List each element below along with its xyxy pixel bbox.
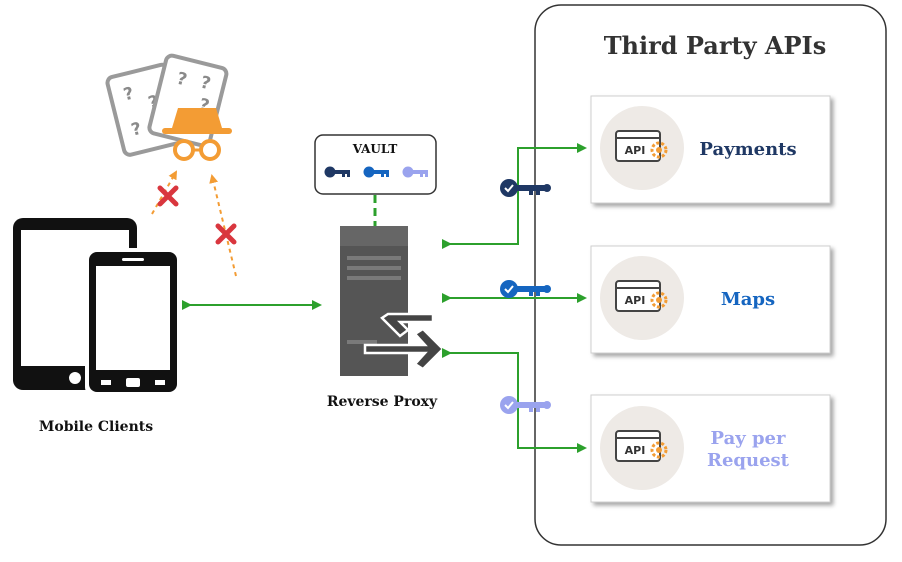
- attack-arrow: [209, 174, 237, 277]
- key-icon: [500, 396, 551, 414]
- card-label-payments: Payments: [699, 139, 796, 160]
- api-gear-icon: API: [600, 406, 684, 490]
- clients-label: Mobile Clients: [39, 419, 153, 435]
- api-card-payments: API Payments: [590, 95, 831, 204]
- vault-title: VAULT: [352, 142, 398, 156]
- api-icon-text: API: [625, 144, 646, 157]
- key-icon: [500, 179, 551, 197]
- vault-box: VAULT: [314, 134, 437, 195]
- hacker-icon: ? ? ? ? ? ?: [105, 53, 232, 161]
- proxy-payments-arrow: [442, 143, 587, 249]
- proxy-label: Reverse Proxy: [327, 394, 438, 410]
- api-gear-icon: API: [600, 256, 684, 340]
- api-card-maps: API Maps: [590, 245, 831, 354]
- key-icon: [402, 166, 428, 178]
- svg-text:?: ?: [121, 84, 135, 106]
- blocked-x-icon: [157, 185, 179, 207]
- server-icon: [340, 226, 445, 376]
- card-label-pay-per-request-line2: Request: [707, 450, 790, 471]
- key-icon: [324, 166, 350, 178]
- svg-text:?: ?: [175, 69, 189, 91]
- key-icon: [500, 280, 551, 298]
- api-gear-icon: API: [600, 106, 684, 190]
- api-icon-text: API: [625, 294, 646, 307]
- card-label-maps: Maps: [721, 289, 775, 310]
- phone-icon: [85, 248, 181, 396]
- svg-text:?: ?: [129, 119, 143, 141]
- svg-text:?: ?: [198, 73, 212, 95]
- api-card-pay-per-request: API Pay per Request: [590, 394, 831, 503]
- api-icon-text: API: [625, 444, 646, 457]
- key-icon: [363, 166, 389, 178]
- blocked-x-icon: [215, 223, 237, 245]
- panel-title: Third Party APIs: [604, 31, 827, 60]
- card-label-pay-per-request-line1: Pay per: [711, 428, 786, 449]
- proxy-pay-per-request-arrow: [442, 348, 587, 453]
